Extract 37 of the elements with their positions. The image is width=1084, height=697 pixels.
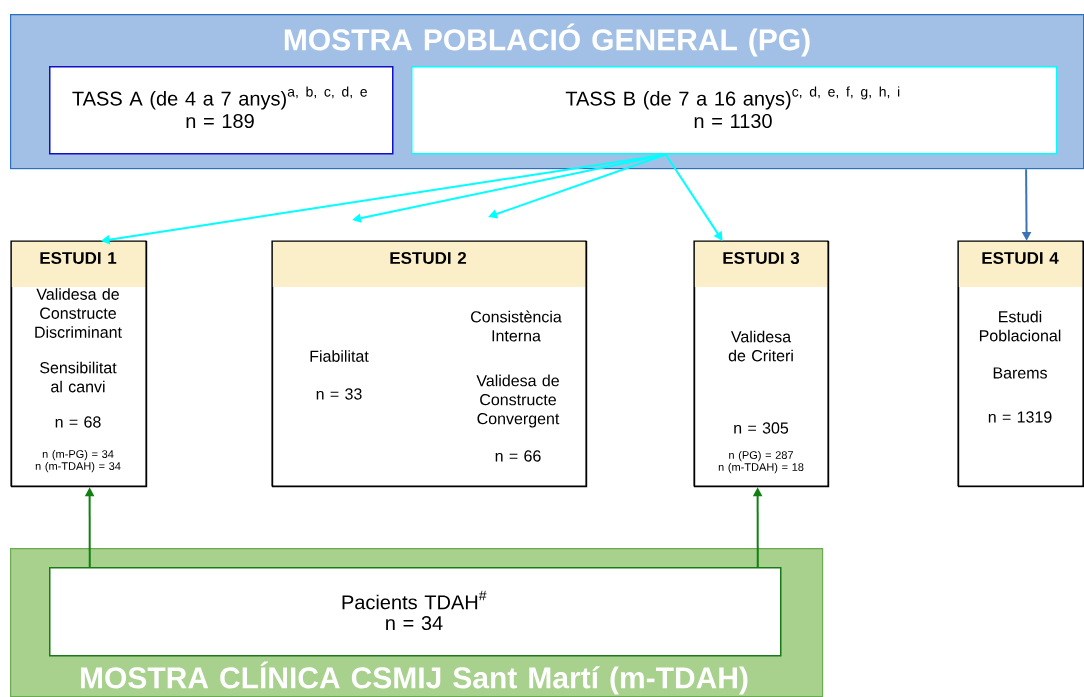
band-title: MOSTRA POBLACIÓ GENERAL (PG) [284,23,810,57]
study-heading: ESTUDI 2 [390,252,467,265]
box-text: n = 34 [386,615,443,631]
study-text: Validesa de Constructe Convergent [476,374,560,428]
sample-box [411,66,1058,155]
study-text: n = 66 [495,450,541,462]
study-text: n = 305 [734,422,789,434]
box-text: $\text{Pacients TDAH}^{\#}$ [342,590,487,610]
box-text: n = 189 [186,113,254,129]
study-heading: ESTUDI 4 [982,252,1059,265]
box-text: $\text{TASS B (de 7 a 16 anys)}^{\text{c, d, e, f, g, h, i}}$ [565,86,900,110]
study-box [10,240,148,488]
study-text: n = 1319 [988,411,1052,423]
sample-note: n (m-TDAH) = 18 [718,462,804,474]
sample-box [49,66,394,155]
study-text: Estudi Poblacional [979,310,1061,342]
study-text: Sensibilitat al canvi [40,361,117,393]
sample-note: n (PG) = 287 [729,450,793,462]
arrow [664,153,723,241]
study-text: Consistència Interna [471,310,562,342]
study-heading: ESTUDI 3 [723,251,800,265]
study-text: Validesa de Constructe Discriminant [35,288,122,338]
study-text: Validesa de Criteri [728,330,793,362]
study-box [271,240,588,488]
sample-note: n (m-PG) = 34 [42,449,114,461]
study-text: Fiabilitat [310,350,369,362]
study-text: n = 33 [316,388,362,400]
box-text: $\text{TASS A (de 4 a 7 anys)}^{\text{a, b, c, d, e}}$ [72,86,367,110]
study-box [693,240,830,488]
study-text: n = 68 [55,416,101,428]
sample-note: n (m-TDAH) = 34 [35,461,121,473]
study-text: Barems [993,367,1047,379]
box-text: n = 1130 [694,113,772,129]
band-title: MOSTRA CLÍNICA CSMIJ Sant Martí (m-TDAH) [81,661,748,695]
study-box [957,240,1084,488]
study-heading: ESTUDI 1 [40,252,117,265]
sample-box [49,567,782,657]
